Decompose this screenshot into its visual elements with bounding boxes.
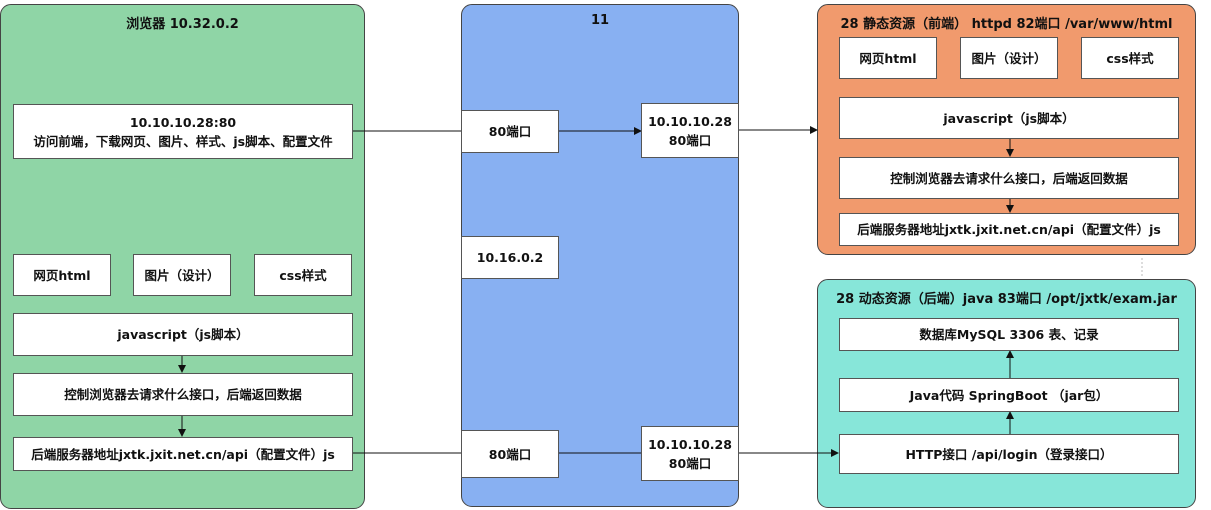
browser-request-box: 10.10.10.28:80 访问前端，下载网页、图片、样式、js脚本、配置文件 bbox=[13, 104, 353, 159]
dynamic-panel-title: 28 动态资源（后端）java 83端口 /opt/jxtk/exam.jar bbox=[836, 292, 1177, 307]
gateway-target-bottom-box: 10.10.10.28 80端口 bbox=[641, 426, 739, 481]
static-css-box: css样式 bbox=[1081, 37, 1179, 79]
static-html-box: 网页html bbox=[839, 37, 937, 79]
browser-image-box: 图片（设计） bbox=[133, 254, 231, 296]
browser-request-line2: 访问前端，下载网页、图片、样式、js脚本、配置文件 bbox=[33, 133, 333, 149]
gateway-target-top-line2: 80端口 bbox=[668, 132, 712, 148]
dynamic-db-box: 数据库MySQL 3306 表、记录 bbox=[839, 318, 1179, 351]
browser-js-box: javascript（js脚本） bbox=[13, 313, 353, 356]
browser-html-box: 网页html bbox=[13, 254, 111, 296]
browser-panel-title: 浏览器 10.32.0.2 bbox=[126, 17, 239, 32]
gateway-port-bottom-box: 80端口 bbox=[461, 430, 559, 478]
gateway-ip-inner-box: 10.16.0.2 bbox=[461, 236, 559, 279]
static-backend-addr-box: 后端服务器地址jxtk.jxit.net.cn/api（配置文件）js bbox=[839, 213, 1179, 246]
static-js-box: javascript（js脚本） bbox=[839, 97, 1179, 139]
browser-backend-addr-box: 后端服务器地址jxtk.jxit.net.cn/api（配置文件）js bbox=[13, 437, 353, 471]
gateway-port-top-box: 80端口 bbox=[461, 110, 559, 153]
gateway-target-bottom-line2: 80端口 bbox=[668, 455, 712, 471]
browser-control-box: 控制浏览器去请求什么接口，后端返回数据 bbox=[13, 373, 353, 416]
dynamic-java-box: Java代码 SpringBoot （jar包） bbox=[839, 378, 1179, 412]
static-control-box: 控制浏览器去请求什么接口，后端返回数据 bbox=[839, 157, 1179, 199]
browser-request-line1: 10.10.10.28:80 bbox=[129, 114, 237, 130]
browser-css-box: css样式 bbox=[254, 254, 352, 296]
static-image-box: 图片（设计） bbox=[960, 37, 1058, 79]
gateway-target-bottom-line1: 10.10.10.28 bbox=[648, 436, 732, 452]
static-panel-title: 28 静态资源（前端） httpd 82端口 /var/www/html bbox=[840, 17, 1173, 32]
gateway-target-top-line1: 10.10.10.28 bbox=[648, 113, 732, 129]
gateway-target-top-box: 10.10.10.28 80端口 bbox=[641, 103, 739, 158]
dynamic-http-box: HTTP接口 /api/login（登录接口） bbox=[839, 434, 1179, 474]
gateway-panel-title: 11 bbox=[590, 13, 610, 28]
